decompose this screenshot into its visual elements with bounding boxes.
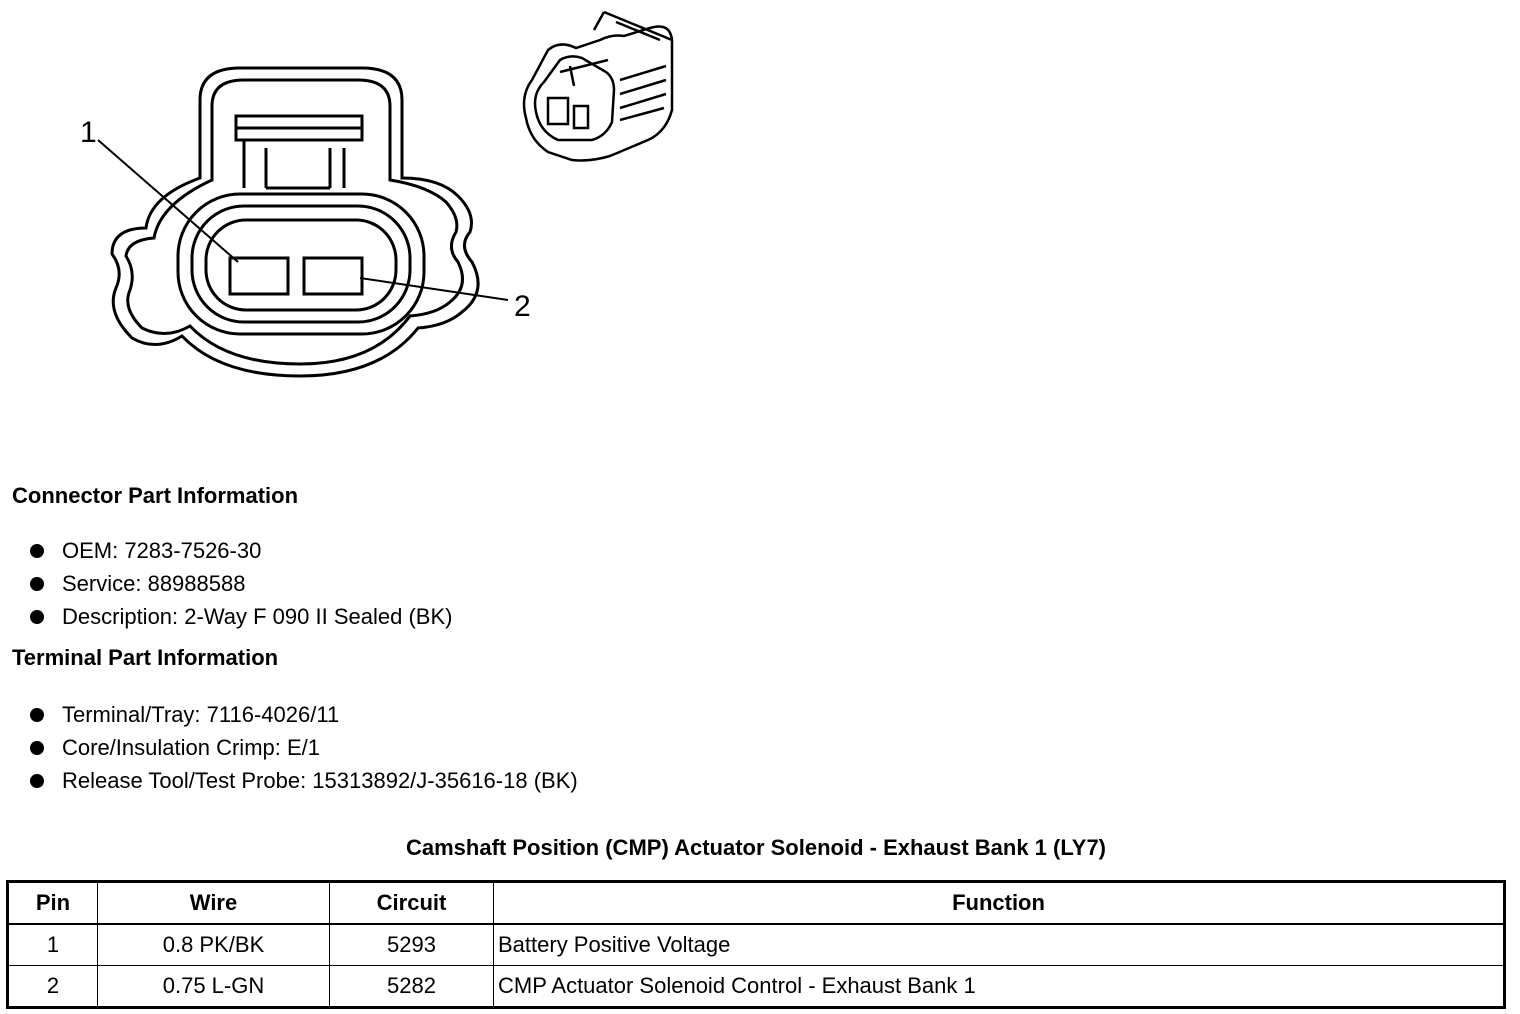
list-item: Terminal/Tray: 7116-4026/11	[30, 698, 578, 731]
connector-info-heading: Connector Part Information	[12, 483, 299, 508]
callout-label-1: 1	[80, 116, 97, 149]
seal-ring-inner	[204, 218, 398, 312]
cell-wire: 0.75 L-GN	[97, 965, 330, 1008]
connector-info-list: OEM: 7283-7526-30 Service: 88988588 Desc…	[30, 534, 452, 633]
cell-function: Battery Positive Voltage	[493, 923, 1505, 966]
column-header-circuit: Circuit	[329, 881, 494, 925]
callout-line-2	[359, 277, 509, 301]
callout-line-1	[97, 139, 239, 263]
table-row: 1 0.8 PK/BK 5293 Battery Positive Voltag…	[7, 923, 1505, 966]
seal-ring-middle	[190, 204, 412, 324]
list-item: Description: 2-Way F 090 II Sealed (BK)	[30, 600, 452, 633]
terminal-cavity-1	[228, 256, 290, 296]
cell-pin: 2	[7, 965, 98, 1008]
seal-ring-outer	[176, 192, 426, 336]
column-header-wire: Wire	[97, 881, 330, 925]
terminal-cavity-2	[302, 256, 364, 296]
column-header-function: Function	[493, 881, 1505, 925]
connector-3d-view	[522, 10, 674, 162]
column-header-pin: Pin	[7, 881, 98, 925]
cell-circuit: 5293	[329, 923, 494, 966]
table-title: Camshaft Position (CMP) Actuator Solenoi…	[405, 835, 1106, 860]
callout-label-2: 2	[514, 290, 531, 323]
list-item: Release Tool/Test Probe: 15313892/J-3561…	[30, 764, 578, 797]
table-header-row: Pin Wire Circuit Function	[7, 881, 1505, 925]
connector-diagram: 1 2	[80, 10, 674, 378]
cell-pin: 1	[7, 923, 98, 966]
connector-inner-outline	[124, 78, 464, 366]
pin-table: Pin Wire Circuit Function 1 0.8 PK/BK 52…	[6, 880, 1506, 1009]
list-item: Service: 88988588	[30, 567, 452, 600]
cell-circuit: 5282	[329, 965, 494, 1008]
terminal-info-list: Terminal/Tray: 7116-4026/11 Core/Insulat…	[30, 698, 578, 797]
cell-wire: 0.8 PK/BK	[97, 923, 330, 966]
list-item: Core/Insulation Crimp: E/1	[30, 731, 578, 764]
connector-outer-outline	[110, 66, 480, 378]
terminal-info-heading: Terminal Part Information	[12, 645, 279, 670]
cell-function: CMP Actuator Solenoid Control - Exhaust …	[493, 965, 1505, 1008]
table-row: 2 0.75 L-GN 5282 CMP Actuator Solenoid C…	[7, 965, 1505, 1008]
list-item: OEM: 7283-7526-30	[30, 534, 452, 567]
